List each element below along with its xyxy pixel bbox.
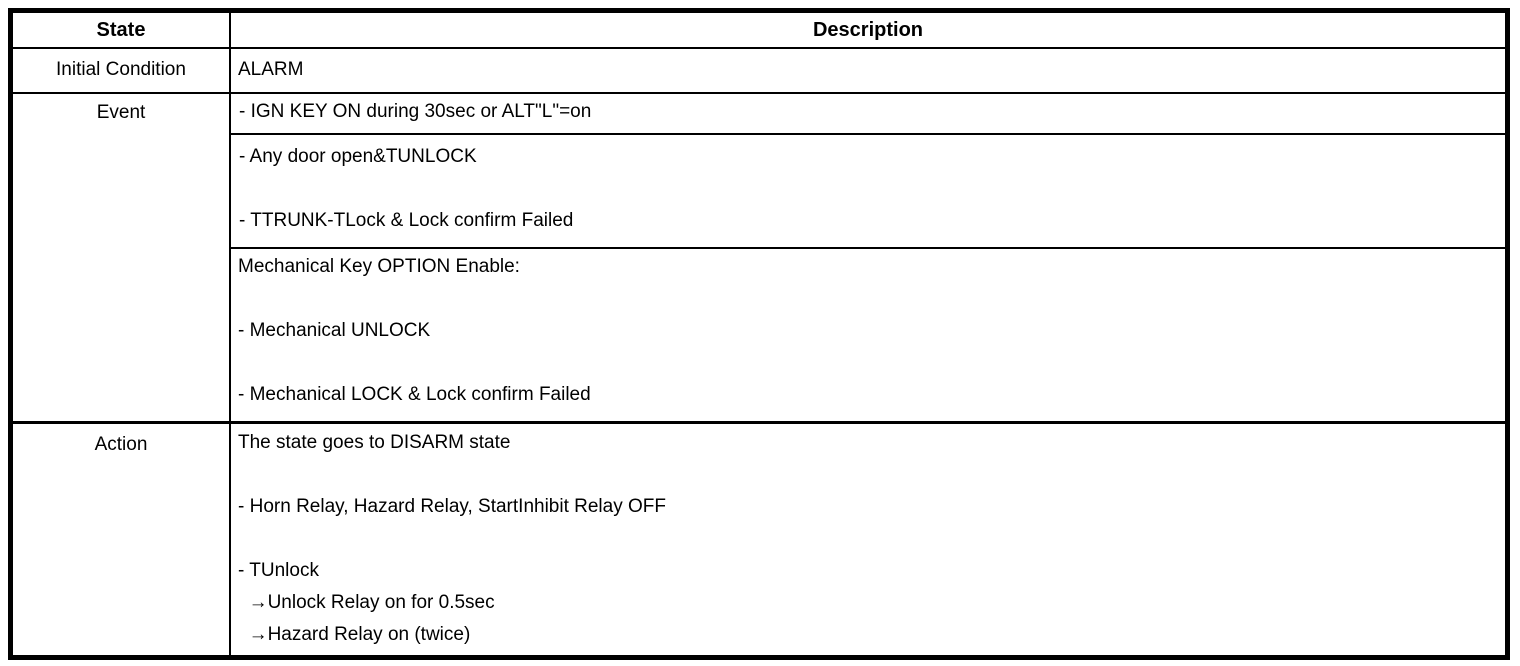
action-description: The state goes to DISARM state - Horn Re…: [231, 421, 1505, 655]
event-cell-mechanical-key: Mechanical Key OPTION Enable: - Mechanic…: [238, 256, 591, 405]
row-label-action: Action: [13, 421, 231, 655]
column-header-description: Description: [231, 13, 1505, 49]
row-label-event: Event: [13, 94, 231, 421]
initial-condition-value: ALARM: [231, 49, 1505, 94]
column-header-state: State: [13, 13, 231, 49]
event-cell-ign-key: - IGN KEY ON during 30sec or ALT"L"=on: [231, 94, 1505, 135]
row-label-initial-condition: Initial Condition: [13, 49, 231, 94]
event-cell-door-trunk: - Any door open&TUNLOCK - TTRUNK-TLock &…: [231, 135, 1505, 249]
state-header-label: State: [96, 19, 146, 41]
state-description-table: State Description Initial Condition ALAR…: [8, 8, 1510, 660]
description-header-label: Description: [812, 19, 924, 41]
